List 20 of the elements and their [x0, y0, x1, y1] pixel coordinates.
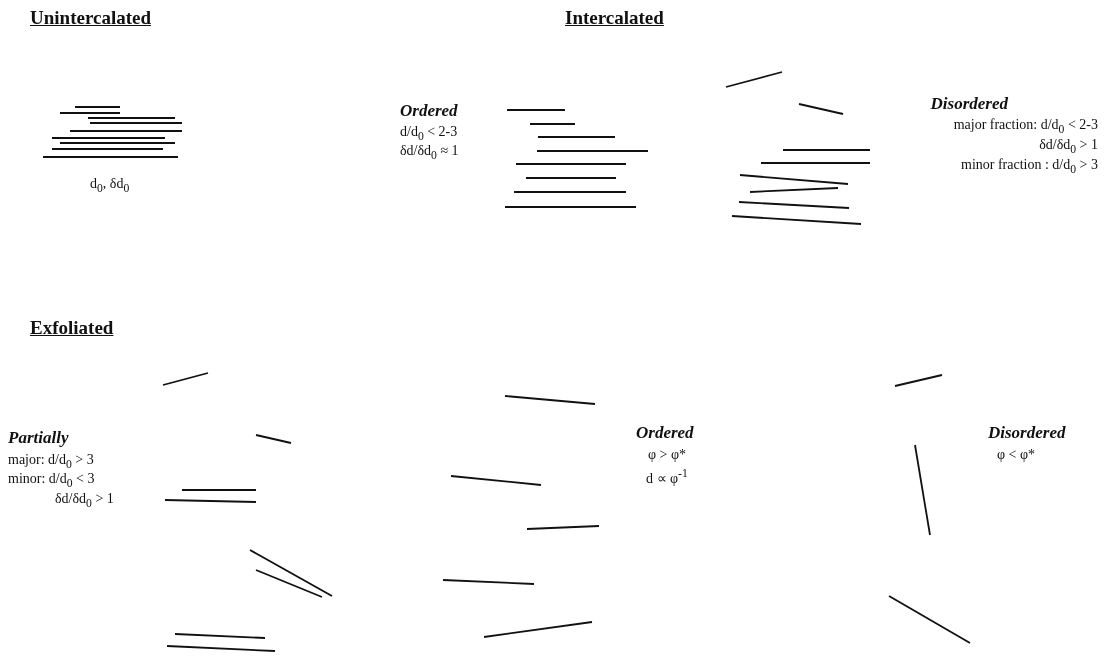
- condition-text: d/d$_{0}$ < 2-3: [400, 124, 458, 145]
- section-heading: Unintercalated: [30, 10, 152, 26]
- subheading: Ordered: [400, 103, 458, 119]
- condition-text: d ∝ φ$^{-1}$: [646, 466, 688, 487]
- subheading: Disordered: [930, 96, 1008, 112]
- condition-text: minor fraction : d/d$_{0}$ > 3: [961, 157, 1098, 178]
- subheading: Disordered: [988, 425, 1066, 441]
- condition-text: major: d/d$_{0}$ > 3: [8, 452, 94, 473]
- condition-text: minor: d/d$_{0}$ < 3: [8, 471, 95, 492]
- condition-text: φ < φ*: [997, 447, 1036, 463]
- condition-text: δd/δd$_{0}$ ≈ 1: [400, 143, 459, 164]
- condition-text: δd/δd$_{0}$ > 1: [55, 491, 114, 512]
- subheading: Partially: [8, 430, 69, 446]
- condition-text: major fraction: d/d$_{0}$ < 2-3: [953, 117, 1098, 138]
- subheading: Ordered: [636, 425, 694, 441]
- condition-text: δd/δd$_{0}$ > 1: [1039, 137, 1098, 158]
- section-heading: Exfoliated: [30, 320, 114, 336]
- condition-text: φ > φ*: [648, 447, 687, 463]
- section-heading: Intercalated: [565, 10, 664, 26]
- spacing-label: d$_{0}$, δd$_{0}$: [90, 176, 130, 197]
